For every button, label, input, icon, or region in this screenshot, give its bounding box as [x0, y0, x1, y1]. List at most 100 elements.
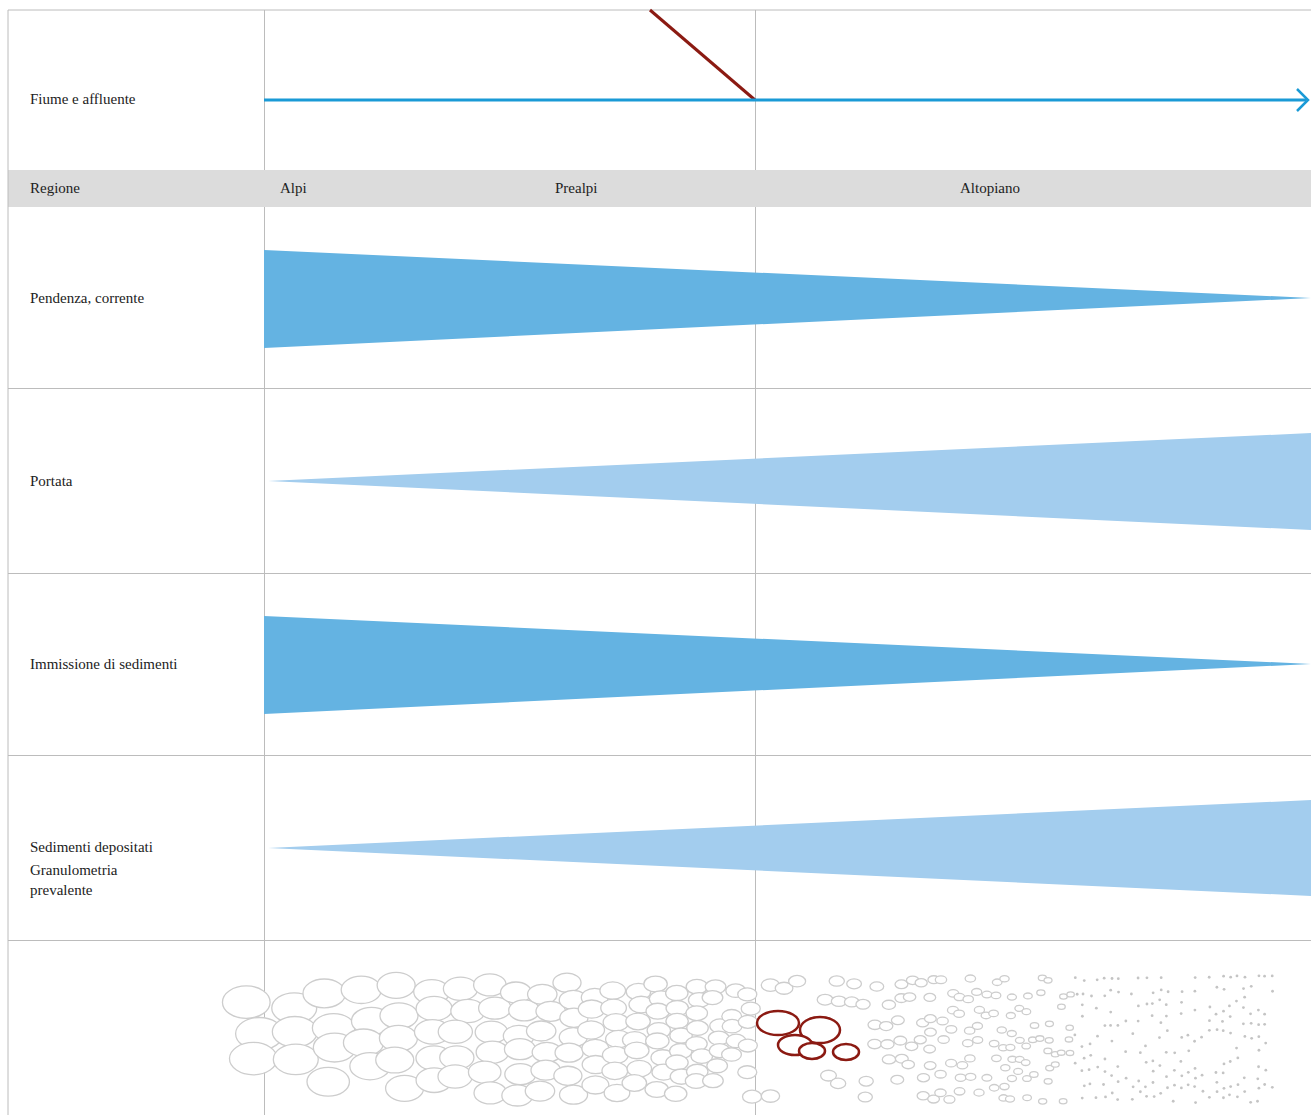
grain: [1160, 976, 1163, 979]
slope-wedge: [264, 250, 1311, 348]
grain: [1022, 1009, 1031, 1015]
grain: [1215, 1071, 1218, 1074]
grain: [847, 979, 862, 989]
grain: [1102, 1083, 1105, 1086]
grain: [1045, 1021, 1053, 1026]
grain: [1104, 1096, 1107, 1099]
grain: [1263, 1083, 1266, 1086]
grain: [882, 1000, 895, 1009]
grain: [925, 1028, 937, 1036]
sediment-deposit-wedge: [268, 800, 1311, 896]
grain: [1030, 1072, 1038, 1078]
grain: [1229, 1032, 1232, 1035]
grain: [1193, 1085, 1196, 1088]
grain: [1166, 1086, 1169, 1089]
grain: [1023, 1095, 1032, 1101]
grain: [1258, 1087, 1261, 1090]
row-label: Immissione di sedimenti: [30, 654, 178, 674]
grain: [917, 1074, 929, 1082]
grain: [1223, 1063, 1226, 1066]
grain: [1145, 1061, 1148, 1064]
grain: [1194, 1009, 1197, 1012]
grain: [504, 1039, 535, 1060]
grain: [972, 1022, 982, 1029]
grain: [376, 1047, 414, 1073]
grain: [1173, 1051, 1176, 1054]
grain: [982, 991, 992, 998]
grain: [881, 1040, 894, 1049]
grain: [1250, 985, 1253, 988]
grain: [1109, 1024, 1112, 1027]
grain: [1090, 995, 1093, 998]
highlight-grains: [757, 1011, 859, 1060]
grain: [1167, 990, 1170, 993]
grain: [1215, 1013, 1218, 1016]
grain: [1222, 1096, 1225, 1099]
grain: [1036, 1036, 1044, 1042]
grain: [963, 1040, 973, 1047]
grain: [1110, 1074, 1113, 1077]
grain: [272, 1017, 317, 1048]
grain: [859, 1076, 873, 1086]
grain: [1194, 1077, 1197, 1080]
grain: [1264, 1069, 1267, 1072]
grain: [303, 979, 345, 1008]
grain: [989, 1010, 999, 1017]
grain: [935, 1070, 946, 1078]
grain: [1131, 1098, 1134, 1101]
grain: [1242, 1022, 1245, 1025]
grain: [1216, 1090, 1219, 1093]
grain: [1000, 976, 1009, 982]
grain: [938, 1036, 949, 1044]
grain: [1194, 1067, 1197, 1070]
grain: [341, 976, 381, 1003]
grain: [946, 1059, 957, 1066]
grain: [1007, 1075, 1016, 1081]
grain: [1194, 1101, 1197, 1104]
grain: [738, 1039, 757, 1052]
river-arrowhead: [1297, 89, 1308, 111]
grain: [1130, 993, 1133, 996]
grain: [1024, 993, 1033, 999]
grain: [1066, 1050, 1073, 1055]
grain: [1089, 1083, 1092, 1086]
grain: [738, 1066, 757, 1079]
grain: [1264, 1042, 1267, 1045]
grain: [1153, 1095, 1156, 1098]
grain: [1006, 1012, 1015, 1018]
grain: [1180, 1036, 1183, 1039]
row-label: Regione: [30, 178, 80, 198]
grain: [1111, 1040, 1114, 1043]
grain: [622, 1075, 646, 1092]
grain: [973, 1037, 983, 1044]
grain: [1208, 1006, 1211, 1009]
grain: [1137, 977, 1140, 980]
grain: [1103, 994, 1106, 997]
grain: [1057, 1050, 1065, 1055]
grain: [880, 1022, 893, 1031]
grain: [925, 1015, 937, 1023]
grain: [1083, 979, 1086, 982]
grain: [1263, 975, 1266, 978]
grain: [1074, 1062, 1077, 1065]
grain: [1208, 976, 1211, 979]
grain: [954, 1010, 965, 1017]
grain: [1144, 1045, 1147, 1048]
grain: [686, 979, 708, 994]
grain: [1006, 1044, 1015, 1050]
grain: [1208, 1019, 1211, 1022]
grain: [935, 1089, 946, 1097]
grain: [1109, 1011, 1112, 1014]
grain: [743, 1090, 762, 1103]
grain: [1095, 1096, 1098, 1099]
grain: [1058, 1004, 1066, 1009]
grain: [626, 1013, 650, 1030]
grain: [1137, 1004, 1140, 1007]
grain: [707, 1059, 728, 1073]
grain: [1104, 1058, 1107, 1061]
grain: [1256, 1100, 1259, 1103]
grain: [1044, 978, 1052, 983]
grain: [1022, 1043, 1031, 1049]
grain: [1060, 994, 1068, 999]
